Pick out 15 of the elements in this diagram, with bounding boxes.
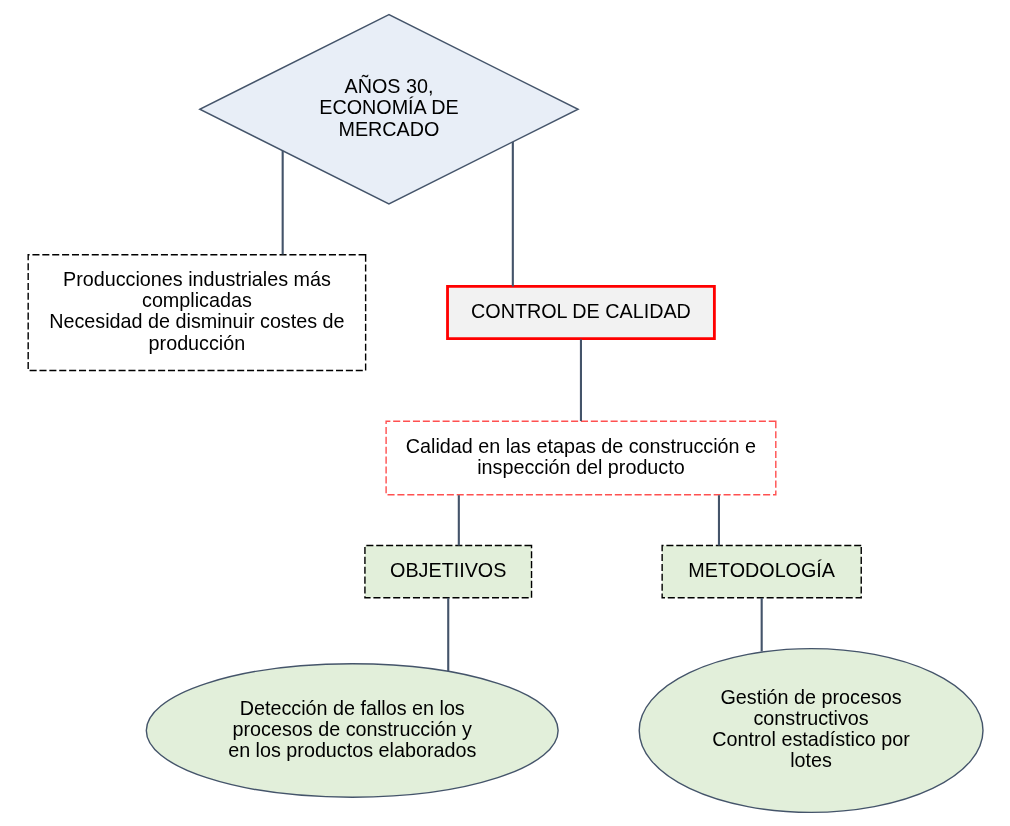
connector	[717, 494, 720, 545]
connector	[281, 150, 284, 254]
node-box: Producciones industriales más complicadas Necesidad de disminuir costes de producción	[26, 253, 366, 371]
node-ellipse: Detección de fallos en los procesos de construcción y en los productos elaborados	[145, 662, 559, 798]
connector	[760, 597, 763, 651]
connector	[457, 494, 460, 545]
node-box: Calidad en las etapas de construcción e inspección del producto	[384, 420, 776, 495]
node-box: CONTROL DE CALIDAD	[445, 284, 716, 340]
connector	[446, 597, 449, 671]
node-ellipse: Gestión de procesos constructivos Control estadístico por lotes	[638, 647, 984, 813]
connector	[579, 338, 582, 421]
node-diamond: AÑOS 30, ECONOMÍA DE MERCADO	[197, 13, 580, 205]
node-box: OBJETIIVOS	[363, 544, 532, 598]
node-box: METODOLOGÍA	[660, 544, 862, 598]
connector	[511, 141, 514, 286]
